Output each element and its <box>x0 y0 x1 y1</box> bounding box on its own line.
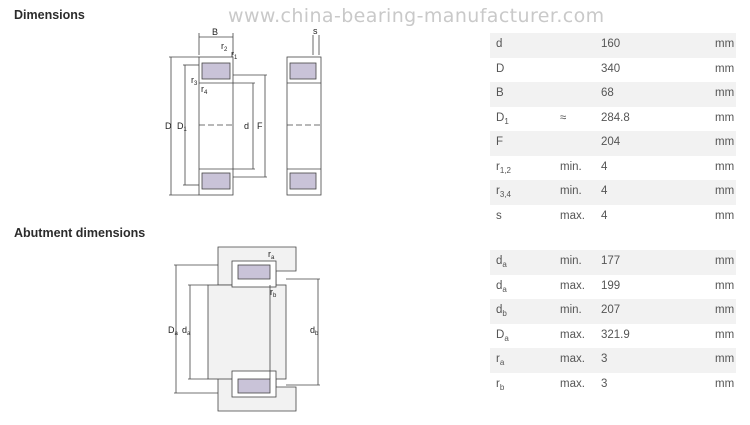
symbol: rb <box>496 377 505 392</box>
qualifier: max. <box>560 279 585 292</box>
value: 177 <box>601 255 621 267</box>
unit: mm <box>715 209 735 222</box>
symbol: Da <box>496 328 509 343</box>
qualifier: ≈ <box>560 111 567 124</box>
label-r4: r4 <box>201 84 208 96</box>
value: 4 <box>601 160 608 173</box>
unit: mm <box>715 279 735 292</box>
table-row: d 160 mm <box>490 33 736 58</box>
table-row: Da max. 321.9 mm <box>490 324 736 349</box>
unit: mm <box>715 160 735 173</box>
symbol: s <box>496 209 502 222</box>
dimensions-heading: Dimensions <box>14 8 85 22</box>
label-D1: D1 <box>177 121 188 133</box>
value: 4 <box>601 185 608 197</box>
label-s: s <box>313 26 318 36</box>
label-db: db <box>310 325 319 337</box>
table-row: s max. 4 mm <box>490 205 736 230</box>
symbol: r3,4 <box>496 185 511 199</box>
abutment-heading: Abutment dimensions <box>14 226 146 240</box>
qualifier: min. <box>560 304 582 316</box>
label-r3: r3 <box>191 75 198 87</box>
symbol: D <box>496 62 505 75</box>
table-row: F 204 mm <box>490 131 736 156</box>
symbol: da <box>496 279 507 294</box>
value: 284.8 <box>601 111 630 124</box>
value: 321.9 <box>601 328 630 341</box>
unit: mm <box>715 255 735 267</box>
table-row: r3,4 min. 4 mm <box>490 180 736 205</box>
abutment-drawing: Da da db ra rb <box>168 246 320 412</box>
qualifier: max. <box>560 353 585 365</box>
qualifier: min. <box>560 255 582 267</box>
unit: mm <box>715 185 735 197</box>
label-rb: rb <box>270 287 277 299</box>
symbol: F <box>496 136 504 148</box>
symbol: B <box>496 87 504 99</box>
label-ra: ra <box>268 249 275 261</box>
value: 160 <box>601 38 621 50</box>
label-r1: r1 <box>231 49 238 61</box>
table-row: da max. 199 mm <box>490 275 736 300</box>
symbol: db <box>496 304 507 318</box>
label-D: D <box>165 121 172 131</box>
label-d: d <box>244 121 249 131</box>
qualifier: max. <box>560 328 585 341</box>
table-row: rb max. 3 mm <box>490 373 736 398</box>
label-r2: r2 <box>221 41 228 53</box>
qualifier: max. <box>560 377 585 390</box>
value: 4 <box>601 209 608 222</box>
value: 340 <box>601 62 621 75</box>
value: 68 <box>601 87 614 99</box>
unit: mm <box>715 62 735 75</box>
symbol: da <box>496 255 507 269</box>
unit: mm <box>715 87 735 99</box>
value: 204 <box>601 136 621 148</box>
value: 207 <box>601 304 621 316</box>
symbol: d <box>496 38 503 50</box>
unit: mm <box>715 377 735 390</box>
bearing-dimensions-drawing: B r2 r1 r3 r4 D D1 d F s <box>165 26 322 196</box>
value: 3 <box>601 377 608 390</box>
symbol: ra <box>496 353 505 367</box>
label-F: F <box>257 121 263 131</box>
unit: mm <box>715 111 735 124</box>
label-da: da <box>182 325 191 337</box>
qualifier: min. <box>560 160 582 173</box>
unit: mm <box>715 353 735 365</box>
label-B: B <box>212 27 218 37</box>
unit: mm <box>715 304 735 316</box>
unit: mm <box>715 38 735 50</box>
table-row: D1 ≈284.8 mm <box>490 107 736 132</box>
symbol: r1,2 <box>496 160 511 175</box>
table-row: da min. 177 mm <box>490 250 736 275</box>
watermark: www.china-bearing-manufacturer.com <box>228 5 605 27</box>
value: 199 <box>601 279 621 292</box>
table-row: D 340 mm <box>490 58 736 83</box>
qualifier: max. <box>560 209 585 222</box>
symbol: D1 <box>496 111 509 126</box>
table-row: db min. 207 mm <box>490 299 736 324</box>
table-row: ra max. 3 mm <box>490 348 736 373</box>
label-Da: Da <box>168 325 179 337</box>
table-row: B 68 mm <box>490 82 736 107</box>
value: 3 <box>601 353 608 365</box>
unit: mm <box>715 136 735 148</box>
qualifier: min. <box>560 185 582 197</box>
unit: mm <box>715 328 735 341</box>
table-row: r1,2 min. 4 mm <box>490 156 736 181</box>
